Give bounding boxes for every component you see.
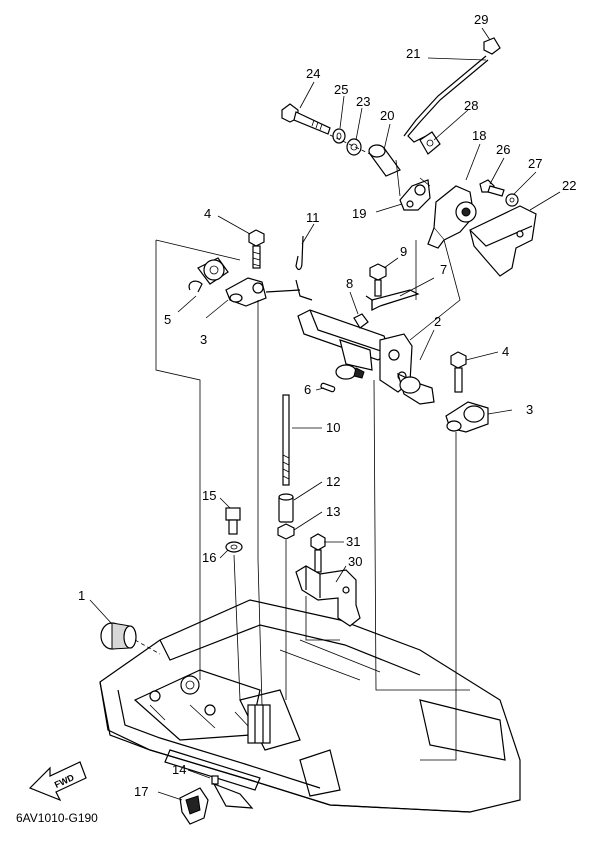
- callout-16: 16: [202, 550, 216, 565]
- callout-labels: 1 2 3 3 4 4 5 6 7 8 9 10 11 12 13 14 15 …: [78, 12, 576, 799]
- washer-part-16: [225, 541, 243, 553]
- bolt-part-31: [310, 533, 326, 573]
- link-rod-part-10: [282, 394, 290, 486]
- bolt-part-15: [225, 507, 241, 535]
- collar-part-5: [188, 257, 229, 293]
- callout-27: 27: [528, 156, 542, 171]
- pin-part-6: [320, 382, 336, 393]
- bracket-part-22: [469, 205, 537, 277]
- lever-part-19: [399, 179, 431, 211]
- callout-9: 9: [400, 244, 407, 259]
- callout-28: 28: [464, 98, 478, 113]
- bolt-part-4-left: [248, 229, 265, 269]
- callout-25: 25: [334, 82, 348, 97]
- callout-4-left: 4: [204, 206, 211, 221]
- callout-leaders: [89, 27, 561, 801]
- clip-part-28: [419, 131, 441, 155]
- callout-6: 6: [304, 382, 311, 397]
- callout-17: 17: [134, 784, 148, 799]
- washer-part-27: [505, 193, 519, 207]
- callout-13: 13: [326, 504, 340, 519]
- callout-30: 30: [348, 554, 362, 569]
- callout-10: 10: [326, 420, 340, 435]
- callout-4-right: 4: [502, 344, 509, 359]
- throttle-cam-part-18: [427, 185, 477, 249]
- nut-part-13: [277, 523, 295, 540]
- diagram-code: 6AV1010-G190: [16, 811, 98, 825]
- callout-8: 8: [346, 276, 353, 291]
- callout-23: 23: [356, 94, 370, 109]
- callout-14: 14: [172, 762, 186, 777]
- fwd-arrow-icon: FWD: [28, 761, 87, 802]
- grommet-part-1: [100, 622, 161, 655]
- callout-11: 11: [306, 210, 320, 225]
- callout-5: 5: [164, 312, 171, 327]
- callout-15: 15: [202, 488, 216, 503]
- plate-part-7: [365, 289, 420, 311]
- callout-20: 20: [380, 108, 394, 123]
- bottom-cowling: [99, 599, 521, 813]
- rod-part-21: [403, 55, 489, 143]
- callout-24: 24: [306, 66, 320, 81]
- callout-31: 31: [346, 534, 360, 549]
- clip-part-17: [179, 782, 254, 825]
- callout-26: 26: [496, 142, 510, 157]
- callout-21: 21: [406, 46, 420, 61]
- cap-part-29: [483, 37, 501, 55]
- callout-3-right: 3: [526, 402, 533, 417]
- throttle-shaft-part-2: [297, 309, 435, 405]
- joint-part-3-left: [225, 277, 301, 307]
- pin-part-14: [211, 775, 219, 785]
- clip-part-8: [353, 313, 369, 329]
- callout-2: 2: [434, 314, 441, 329]
- callout-29: 29: [474, 12, 488, 27]
- callout-18: 18: [472, 128, 486, 143]
- spacer-part-12: [278, 493, 294, 523]
- clip-part-11: [295, 235, 313, 301]
- assembly-lines: [155, 134, 470, 761]
- bracket-part-30: [295, 565, 361, 627]
- callout-1: 1: [78, 588, 85, 603]
- bolt-part-24: [281, 103, 331, 135]
- collar-part-20: [368, 144, 401, 177]
- callout-3-left: 3: [200, 332, 207, 347]
- bolt-part-4-right: [450, 351, 467, 393]
- washer-part-23: [346, 138, 362, 156]
- joint-part-3-right: [445, 401, 489, 433]
- screw-part-9: [369, 263, 387, 297]
- callout-19: 19: [352, 206, 366, 221]
- callout-7: 7: [440, 262, 447, 277]
- callout-12: 12: [326, 474, 340, 489]
- callout-22: 22: [562, 178, 576, 193]
- bolt-part-26: [479, 179, 505, 197]
